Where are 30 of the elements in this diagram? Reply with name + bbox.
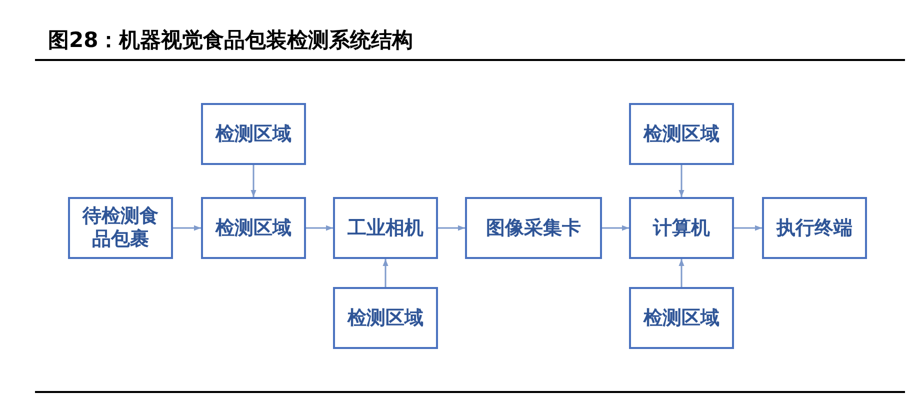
box-label: 检测区域 bbox=[644, 122, 720, 146]
box-label: 工业相机 bbox=[348, 216, 424, 240]
arrow bbox=[678, 165, 684, 197]
figure-title: 图28：机器视觉食品包装检测系统结构 bbox=[48, 27, 414, 54]
process-box bbox=[333, 287, 438, 349]
box-label: 检测区域 bbox=[216, 216, 292, 240]
arrow bbox=[382, 259, 388, 287]
box-label: 检测区域 bbox=[216, 122, 292, 146]
arrow bbox=[438, 225, 465, 231]
process-box bbox=[629, 197, 734, 259]
arrow bbox=[734, 225, 762, 231]
box-label: 待检测食品包裹 bbox=[81, 205, 160, 251]
arrow bbox=[602, 225, 629, 231]
box-label: 图像采集卡 bbox=[486, 216, 581, 240]
box-label: 检测区域 bbox=[644, 306, 720, 330]
process-box bbox=[333, 197, 438, 259]
process-box bbox=[762, 197, 867, 259]
process-box bbox=[68, 197, 173, 259]
process-box bbox=[629, 103, 734, 165]
process-box bbox=[201, 197, 306, 259]
process-box bbox=[465, 197, 602, 259]
process-box bbox=[629, 287, 734, 349]
arrow bbox=[250, 165, 256, 197]
box-label: 检测区域 bbox=[348, 306, 424, 330]
arrow bbox=[173, 225, 201, 231]
process-box bbox=[201, 103, 306, 165]
box-label: 计算机 bbox=[653, 216, 710, 240]
arrow bbox=[678, 259, 684, 287]
arrow bbox=[306, 225, 333, 231]
box-label: 执行终端 bbox=[776, 216, 852, 240]
